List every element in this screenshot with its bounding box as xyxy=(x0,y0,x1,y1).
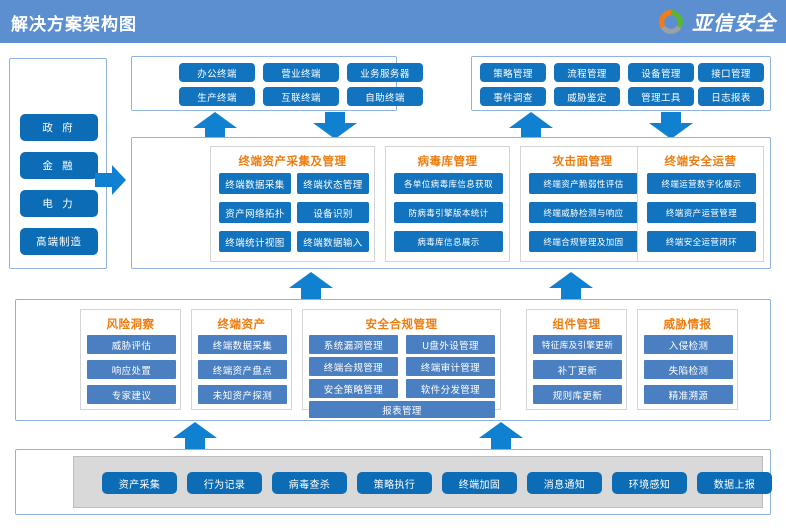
compliance-security-policy[interactable]: 安全策略管理 xyxy=(309,379,398,398)
panel-title-component-mgmt: 组件管理 xyxy=(552,317,601,331)
compliance-terminal[interactable]: 终端合规管理 xyxy=(309,357,398,376)
panel-title-security-operations: 终端安全运营 xyxy=(664,154,737,168)
arrow-row3-to-row2-right xyxy=(549,272,593,299)
terminal-app-server[interactable]: 业务服务器 xyxy=(347,63,423,82)
compliance-report-mgmt[interactable]: 报表管理 xyxy=(309,401,495,418)
page-title: 解决方案架构图 xyxy=(11,15,137,35)
sidebar-item-government[interactable]: 政 府 xyxy=(20,114,98,141)
panel-title-terminal-asset: 终端资产 xyxy=(217,317,266,331)
agent-data-report[interactable]: 数据上报 xyxy=(697,472,772,494)
ops-asset-operation[interactable]: 终端资产运营管理 xyxy=(647,202,756,223)
panel-asset-collection: 终端资产采集及管理 终端数据采集 终端状态管理 资产网络拓扑 设备识别 终端统计… xyxy=(210,146,375,262)
intel-compromise-detect[interactable]: 失陷检测 xyxy=(644,360,733,379)
agent-asset-collect[interactable]: 资产采集 xyxy=(102,472,177,494)
panel-terminal-asset: 终端资产 终端数据采集 终端资产盘点 未知资产探测 xyxy=(191,309,292,410)
agent-environment-aware[interactable]: 环境感知 xyxy=(612,472,687,494)
agent-behavior-record[interactable]: 行为记录 xyxy=(187,472,262,494)
terminal-internet[interactable]: 互联终端 xyxy=(263,87,339,106)
agent-message-notify[interactable]: 消息通知 xyxy=(527,472,602,494)
brand-name: 亚信安全 xyxy=(692,11,776,35)
virus-engine-version-stat[interactable]: 防病毒引擎版本统计 xyxy=(394,202,503,223)
asset-data-input[interactable]: 终端数据输入 xyxy=(297,231,369,252)
agent-layer-frame: 资产采集 行为记录 病毒查杀 策略执行 终端加固 消息通知 环境感知 数据上报 xyxy=(15,449,772,515)
mgmt-policy[interactable]: 策略管理 xyxy=(480,63,546,82)
ops-closed-loop[interactable]: 终端安全运营闭环 xyxy=(647,231,756,252)
mgmt-log-report[interactable]: 日志报表 xyxy=(698,87,764,106)
sidebar-item-finance[interactable]: 金 融 xyxy=(20,152,98,179)
arrow-sidebar-to-row2 xyxy=(95,165,126,195)
mgmt-threat-ident[interactable]: 威胁鉴定 xyxy=(554,87,620,106)
asset-data-collection[interactable]: 终端数据采集 xyxy=(198,335,287,354)
panel-compliance-mgmt: 安全合规管理 系统漏洞管理 U盘外设管理 终端合规管理 终端审计管理 安全策略管… xyxy=(302,309,501,418)
arrow-row1-to-row2-right xyxy=(649,112,693,139)
ops-digital-display[interactable]: 终端运营数字化展示 xyxy=(647,173,756,194)
virus-db-info-fetch[interactable]: 各单位病毒库信息获取 xyxy=(394,173,503,194)
panel-title-asset-collection: 终端资产采集及管理 xyxy=(238,154,347,168)
asset-unknown-discovery[interactable]: 未知资产探测 xyxy=(198,385,287,404)
arrow-row2-to-row1-left xyxy=(193,112,237,139)
panel-security-operations: 终端安全运营 终端运营数字化展示 终端资产运营管理 终端安全运营闭环 xyxy=(637,146,764,262)
capability-layer-frame: 终端资产采集及管理 终端数据采集 终端状态管理 资产网络拓扑 设备识别 终端统计… xyxy=(131,137,771,269)
attack-threat-detect-response[interactable]: 终端威胁检测与响应 xyxy=(529,202,638,223)
panel-title-risk-insight: 风险洞察 xyxy=(106,317,155,331)
panel-title-compliance-mgmt: 安全合规管理 xyxy=(365,317,438,331)
intel-precise-tracing[interactable]: 精准溯源 xyxy=(644,385,733,404)
panel-risk-insight: 风险洞察 威胁评估 响应处置 专家建议 xyxy=(80,309,181,410)
compliance-software-dist[interactable]: 软件分发管理 xyxy=(406,379,495,398)
attack-compliance-hardening[interactable]: 终端合规管理及加固 xyxy=(529,231,638,252)
mgmt-interface[interactable]: 接口管理 xyxy=(698,63,764,82)
arrow-row4-to-row3-left xyxy=(173,422,217,449)
arrow-row2-to-row1-right xyxy=(509,112,553,139)
agent-capability-bar: 资产采集 行为记录 病毒查杀 策略执行 终端加固 消息通知 环境感知 数据上报 xyxy=(73,456,772,508)
sidebar-item-manufacturing[interactable]: 高端制造 xyxy=(20,228,98,255)
function-layer-frame: 风险洞察 威胁评估 响应处置 专家建议 终端资产 终端数据采集 终端资产盘点 未… xyxy=(15,299,771,421)
mgmt-tools[interactable]: 管理工具 xyxy=(628,87,694,106)
agent-terminal-hardening[interactable]: 终端加固 xyxy=(442,472,517,494)
component-rule-update[interactable]: 规则库更新 xyxy=(533,385,622,404)
compliance-usb-device[interactable]: U盘外设管理 xyxy=(406,335,495,354)
virus-db-info-display[interactable]: 病毒库信息展示 xyxy=(394,231,503,252)
agent-policy-exec[interactable]: 策略执行 xyxy=(357,472,432,494)
terminal-selfservice[interactable]: 自助终端 xyxy=(347,87,423,106)
terminal-group-frame: 办公终端 营业终端 业务服务器 生产终端 互联终端 自助终端 xyxy=(131,56,423,111)
page-header: 解决方案架构图 亚信安全 xyxy=(0,0,786,43)
agent-virus-scan[interactable]: 病毒查杀 xyxy=(272,472,347,494)
panel-attack-surface: 攻击面管理 终端资产脆弱性评估 终端威胁检测与响应 终端合规管理及加固 xyxy=(520,146,645,262)
asset-stat-view[interactable]: 终端统计视图 xyxy=(219,231,291,252)
attack-vuln-assessment[interactable]: 终端资产脆弱性评估 xyxy=(529,173,638,194)
sidebar-item-power[interactable]: 电 力 xyxy=(20,190,98,217)
asset-state-mgmt[interactable]: 终端状态管理 xyxy=(297,173,369,194)
intel-intrusion-detect[interactable]: 入侵检测 xyxy=(644,335,733,354)
risk-response-handling[interactable]: 响应处置 xyxy=(87,360,176,379)
asset-data-collect[interactable]: 终端数据采集 xyxy=(219,173,291,194)
asset-device-recognition[interactable]: 设备识别 xyxy=(297,202,369,223)
arrow-row3-to-row2-left xyxy=(289,272,333,299)
terminal-business[interactable]: 营业终端 xyxy=(263,63,339,82)
panel-component-mgmt: 组件管理 特征库及引擎更新 补丁更新 规则库更新 xyxy=(526,309,627,410)
terminal-office[interactable]: 办公终端 xyxy=(179,63,255,82)
mgmt-incident[interactable]: 事件调查 xyxy=(480,87,546,106)
component-signature-engine-update[interactable]: 特征库及引擎更新 xyxy=(533,335,622,354)
arrow-row4-to-row3-right xyxy=(479,422,523,449)
risk-expert-advice[interactable]: 专家建议 xyxy=(87,385,176,404)
industry-sidebar: 政 府 金 融 电 力 高端制造 xyxy=(9,58,107,269)
panel-virus-db: 病毒库管理 各单位病毒库信息获取 防病毒引擎版本统计 病毒库信息展示 xyxy=(385,146,510,262)
panel-threat-intel: 威胁情报 入侵检测 失陷检测 精准溯源 xyxy=(637,309,738,410)
arrow-row1-to-row2-left xyxy=(313,112,357,139)
asset-network-topology[interactable]: 资产网络拓扑 xyxy=(219,202,291,223)
brand-logo: 亚信安全 xyxy=(656,5,776,38)
panel-title-threat-intel: 威胁情报 xyxy=(663,317,712,331)
management-group-frame: 策略管理 流程管理 设备管理 接口管理 事件调查 威胁鉴定 管理工具 日志报表 xyxy=(471,56,771,111)
component-patch-update[interactable]: 补丁更新 xyxy=(533,360,622,379)
terminal-production[interactable]: 生产终端 xyxy=(179,87,255,106)
mgmt-process[interactable]: 流程管理 xyxy=(554,63,620,82)
ring-logo-icon xyxy=(659,9,683,34)
panel-title-virus-db: 病毒库管理 xyxy=(417,154,478,168)
compliance-system-vuln[interactable]: 系统漏洞管理 xyxy=(309,335,398,354)
asset-inventory[interactable]: 终端资产盘点 xyxy=(198,360,287,379)
risk-threat-assessment[interactable]: 威胁评估 xyxy=(87,335,176,354)
compliance-terminal-audit[interactable]: 终端审计管理 xyxy=(406,357,495,376)
panel-title-attack-surface: 攻击面管理 xyxy=(552,154,613,168)
mgmt-device[interactable]: 设备管理 xyxy=(628,63,694,82)
